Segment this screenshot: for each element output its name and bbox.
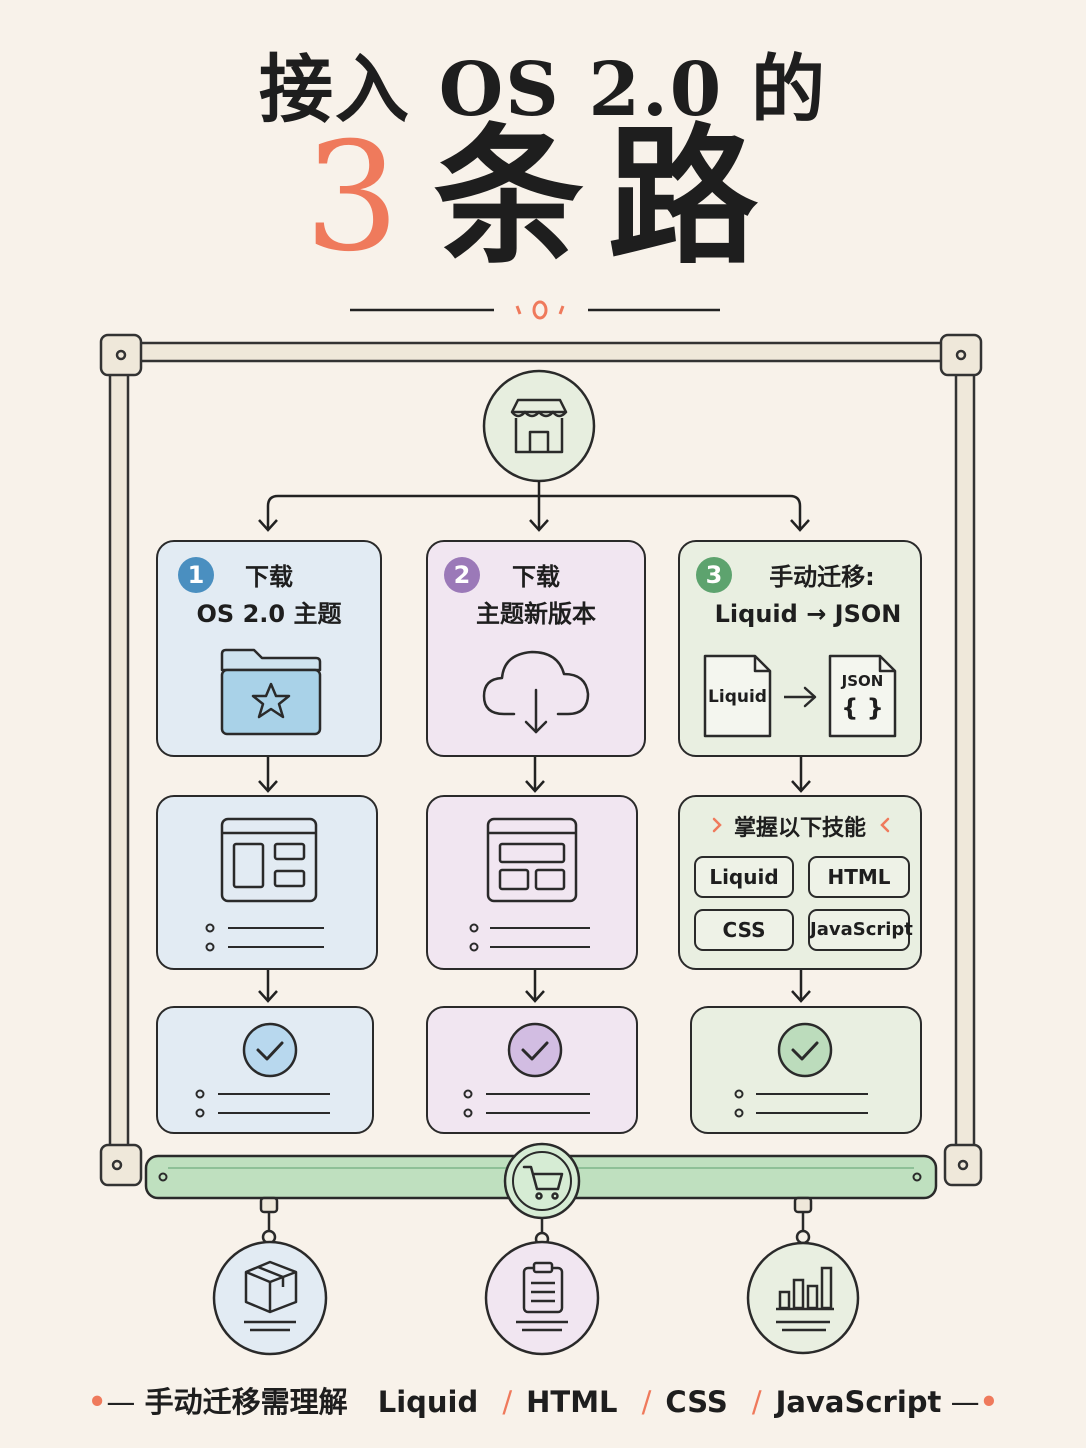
title-line-1: 接入 OS 2.0 的 [259, 47, 827, 133]
path-3-badge: 3 [696, 557, 732, 593]
footer-item-html: HTML [526, 1385, 618, 1419]
footer-item-css: CSS [665, 1385, 728, 1419]
skills-title: 掌握以下技能 [733, 816, 866, 841]
skills-card: 掌握以下技能 Liquid HTML CSS JavaScript [678, 795, 922, 970]
skills-title-decor [712, 817, 890, 833]
skill-liquid: Liquid [694, 856, 794, 898]
path-2-card: 2 下载 主题新版本 [426, 540, 646, 757]
bar-chart-icon [776, 1266, 834, 1332]
path-3-title-line2: Liquid → JSON [714, 600, 902, 628]
path-2-title-line2: 主题新版本 [476, 600, 596, 628]
check-circle-icon [734, 1022, 868, 1118]
footer-item-javascript: JavaScript [775, 1385, 942, 1419]
skill-html: HTML [808, 856, 910, 898]
path-2-check-card [426, 1006, 638, 1134]
footer-sep-2: / [641, 1385, 652, 1419]
footer-item-liquid: Liquid [377, 1385, 479, 1419]
skill-css: CSS [694, 909, 794, 951]
shopping-cart-icon [522, 1165, 564, 1200]
path-1-check-card [156, 1006, 374, 1134]
path-1-title-line2: OS 2.0 主题 [196, 600, 342, 628]
path-2-badge: 2 [444, 557, 480, 593]
cloud-download-icon [482, 650, 590, 734]
path-3-check-card [690, 1006, 922, 1134]
path-1-title-line1: 下载 [245, 563, 293, 591]
bus-bar [144, 1142, 938, 1220]
folder-star-icon [220, 648, 322, 736]
path-3-title-line1: 手动迁移: [769, 563, 875, 591]
skill-javascript: JavaScript [808, 909, 913, 951]
path-1-badge: 1 [178, 557, 214, 593]
clipboard-list-icon [516, 1261, 568, 1332]
storefront-node [482, 369, 596, 483]
storefront-icon [510, 398, 568, 454]
check-circle-icon [195, 1022, 330, 1118]
path-2-title-line1: 下载 [512, 563, 560, 591]
file-convert-icon [703, 654, 897, 738]
json-braces: { } [841, 694, 884, 722]
footer-sep-1: / [502, 1385, 513, 1419]
path-3-card: 3 手动迁移: Liquid → JSON Liquid JSON { } [678, 540, 922, 757]
json-file-label: JSON [841, 672, 884, 690]
frame [99, 333, 983, 1187]
title-number: 3 [304, 111, 400, 285]
path-2-layout-card [426, 795, 638, 970]
package-box-icon [244, 1260, 298, 1332]
liquid-file-label: Liquid [708, 687, 767, 707]
title-divider [350, 300, 720, 320]
title-rest: 条路 [433, 109, 782, 285]
path-1-layout-card [156, 795, 378, 970]
check-circle-icon [463, 1022, 590, 1118]
layout-grid-icon [469, 817, 590, 952]
footer-lead: 手动迁移需理解 [144, 1385, 348, 1419]
connectors [258, 481, 811, 1003]
footer-sep-3: / [751, 1385, 762, 1419]
bottom-node-2 [484, 1240, 600, 1356]
layout-grid-icon [205, 817, 324, 952]
footer-note: •— 手动迁移需理解 Liquid /HTML /CSS /JavaScript… [87, 1385, 999, 1419]
path-1-card: 1 下载 OS 2.0 主题 [156, 540, 382, 757]
